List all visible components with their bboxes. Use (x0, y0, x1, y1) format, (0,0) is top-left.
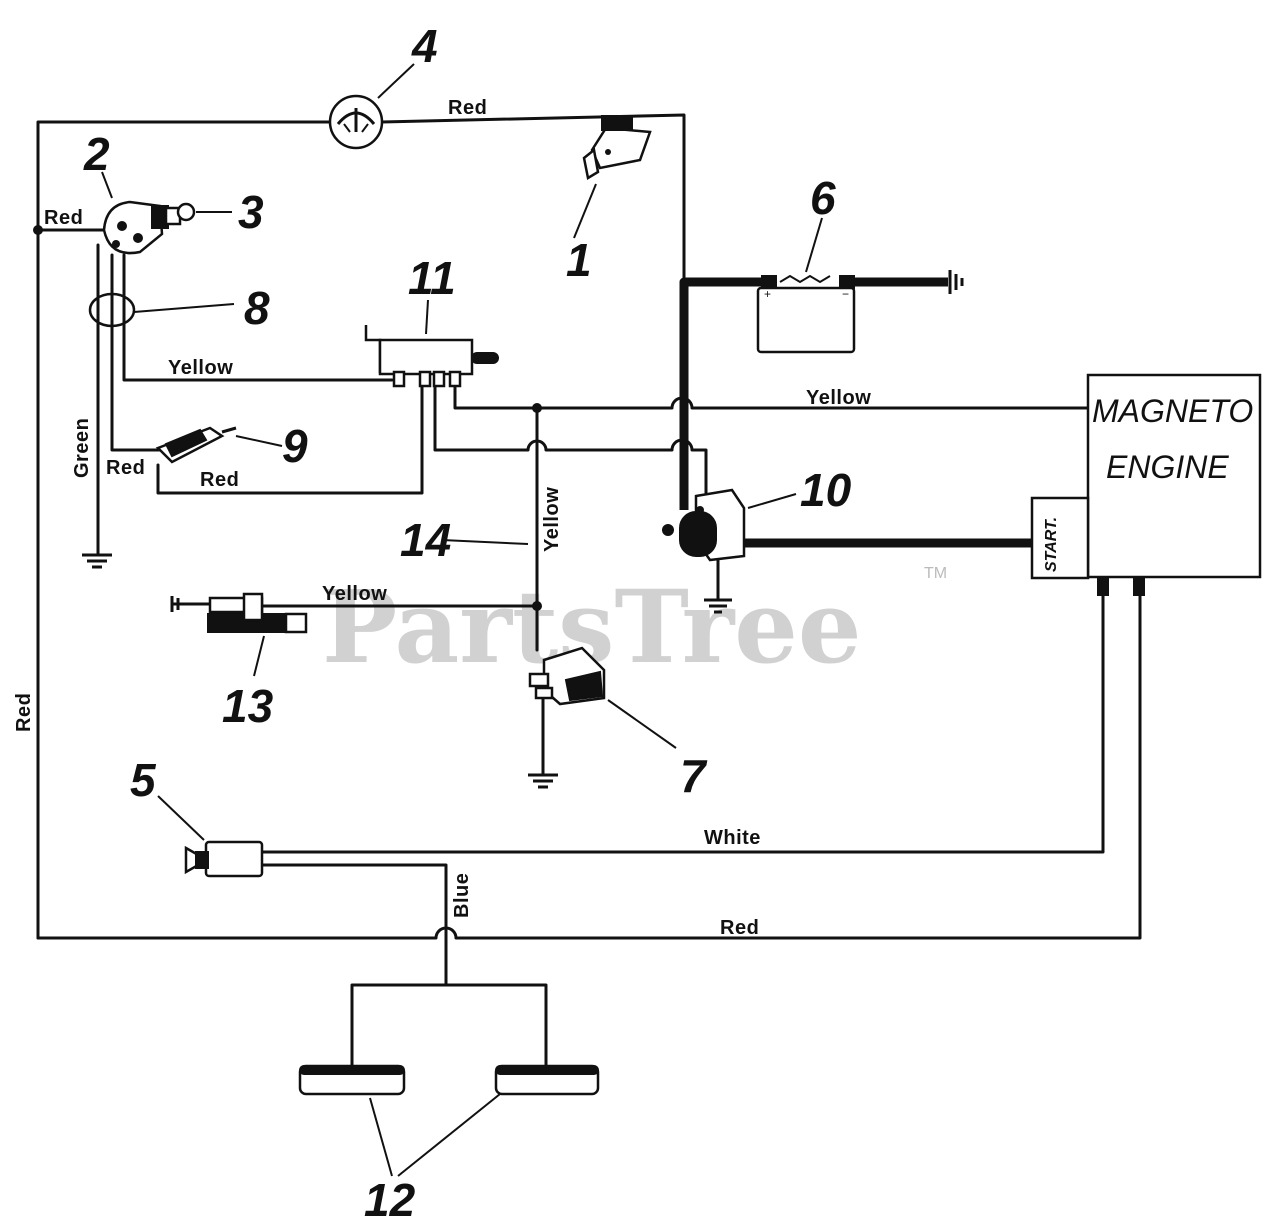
heavy-cables (679, 277, 1032, 548)
callout-13: 13 (222, 680, 274, 732)
label-red-left: Red (13, 693, 35, 732)
junction-dot (532, 601, 542, 611)
label-red-top: Red (448, 97, 487, 119)
svg-text:−: − (842, 287, 849, 301)
wire-11-solenoid (433, 383, 708, 502)
callout-10: 10 (800, 464, 852, 516)
wire-red-9-bottom (156, 383, 424, 495)
wire-labels: Red Red Green Yellow Red Red Yellow Yell… (13, 97, 871, 939)
label-red-9: Red (106, 457, 145, 479)
switch-1 (582, 115, 652, 180)
callout-14: 14 (400, 514, 451, 566)
watermark: PartsTree TM (322, 565, 947, 686)
engine-label-engine: ENGINE (1106, 449, 1229, 485)
ground-symbol (528, 773, 558, 789)
watermark-tm: TM (924, 565, 947, 582)
ground-battery (948, 270, 964, 294)
harness-loop-8 (88, 292, 136, 328)
callout-12: 12 (364, 1174, 416, 1224)
key-switch-2 (102, 200, 182, 255)
key-3 (176, 202, 196, 222)
label-yellow-13: Yellow (322, 583, 387, 605)
label-blue: Blue (451, 873, 473, 918)
battery-6: + − (756, 274, 856, 354)
callout-2: 2 (83, 128, 110, 180)
callout-6: 6 (810, 172, 836, 224)
wires (36, 113, 1142, 1070)
grounds (82, 553, 732, 789)
engine-label-start: START. (1043, 517, 1060, 572)
plug-5 (184, 840, 264, 878)
switch-7 (528, 646, 606, 706)
wire-red-top (36, 113, 686, 940)
label-white: White (704, 827, 761, 849)
label-yellow-magneto: Yellow (806, 387, 871, 409)
callout-7: 7 (680, 750, 708, 802)
magneto-engine: MAGNETO ENGINE START. (1030, 373, 1262, 596)
label-red-bottom: Red (720, 917, 759, 939)
label-green: Green (71, 418, 93, 478)
wire-white (260, 588, 1105, 854)
spark-plug-9 (155, 426, 237, 464)
callout-11: 11 (408, 252, 456, 304)
label-yellow-14: Yellow (541, 487, 563, 552)
lamp-4 (328, 94, 384, 150)
ground-symbol (82, 553, 112, 569)
ground-symbol (704, 598, 732, 614)
engine-label-magneto: MAGNETO (1092, 393, 1253, 429)
callout-numbers: 1 2 3 4 5 6 7 8 9 10 11 12 13 14 (83, 20, 852, 1224)
wire-12-split (350, 983, 548, 1070)
junctions (33, 225, 542, 611)
callout-3: 3 (238, 186, 264, 238)
label-red-9-bottom: Red (200, 469, 239, 491)
switch-11 (364, 325, 499, 388)
solenoid-10 (662, 488, 746, 562)
junction-dot (532, 403, 542, 413)
callout-8: 8 (244, 282, 270, 334)
callout-1: 1 (566, 234, 592, 286)
callout-9: 9 (282, 420, 308, 472)
cable-battery-solenoid (679, 277, 762, 510)
wire-yellow-magneto (453, 383, 1090, 410)
wire-blue (260, 863, 448, 987)
sensor-13 (170, 592, 308, 634)
callout-arrows (101, 63, 823, 1177)
label-red-key: Red (44, 207, 83, 229)
label-yellow-key: Yellow (168, 357, 233, 379)
svg-text:+: + (764, 287, 771, 301)
lights-12 (298, 1064, 600, 1096)
wire-red-9 (110, 253, 162, 452)
callout-4: 4 (411, 20, 438, 72)
callout-5: 5 (130, 754, 157, 806)
junction-dot (33, 225, 43, 235)
